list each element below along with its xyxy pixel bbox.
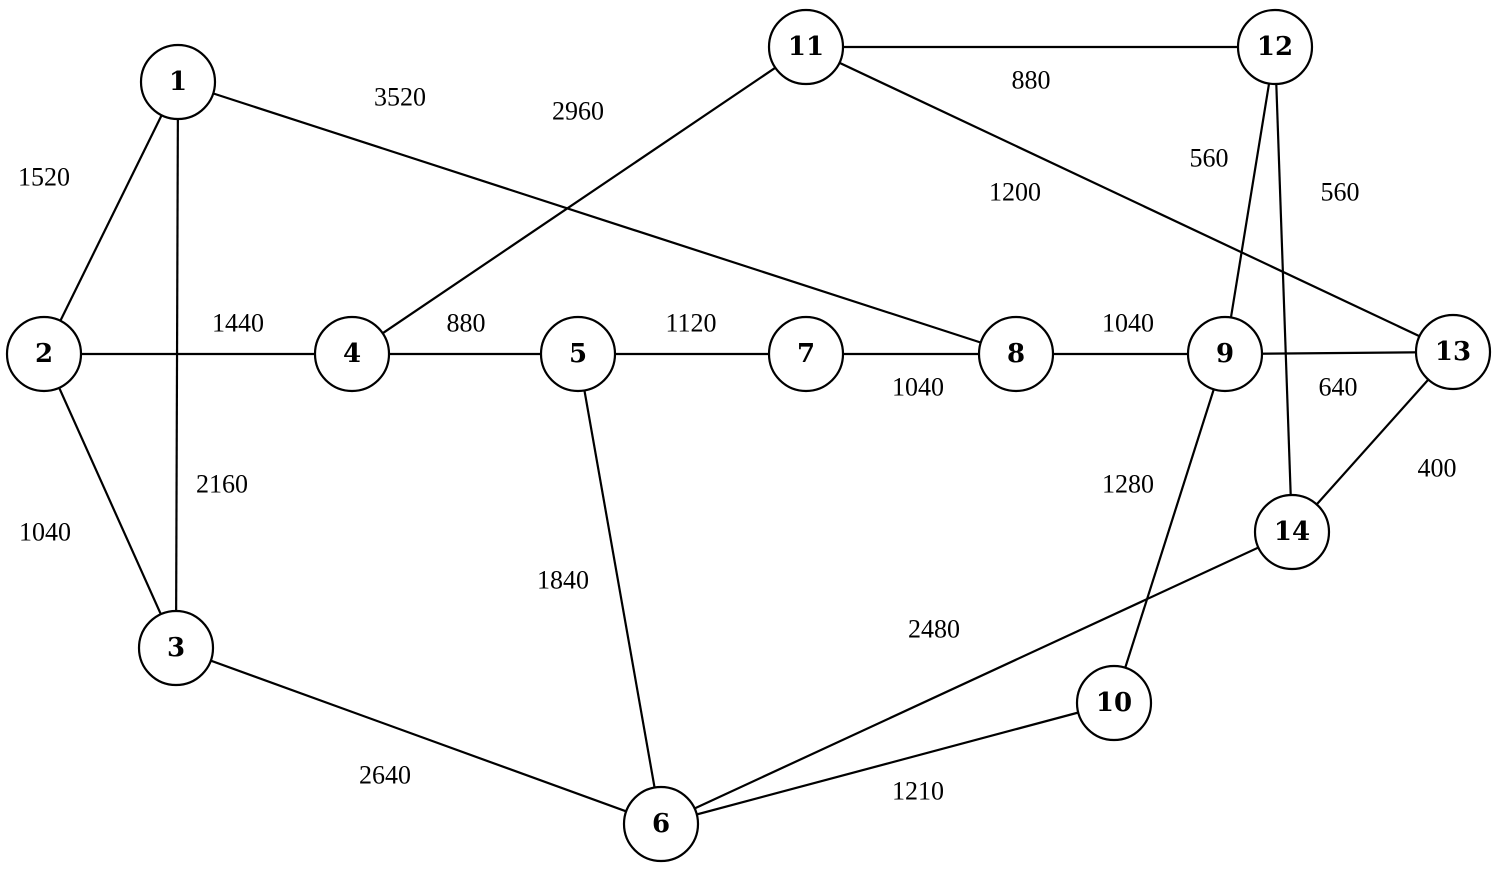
- edge-weight-12-14: 560: [1321, 178, 1360, 207]
- edge-weight-5-7: 1120: [665, 309, 716, 338]
- node-12: 12: [1236, 8, 1314, 86]
- edge-weight-1-3: 2160: [196, 470, 248, 499]
- edge-weight-8-9: 1040: [1102, 309, 1154, 338]
- edge-9-12: [1223, 46, 1277, 355]
- node-circle-12: [1236, 8, 1314, 86]
- edge-6-14: [660, 531, 1293, 825]
- node-13: 13: [1414, 313, 1492, 391]
- node-circle-13: [1414, 313, 1492, 391]
- edge-5-6: [576, 353, 663, 825]
- edge-1-8: [177, 80, 1017, 356]
- node-circle-14: [1253, 493, 1331, 571]
- edge-9-10: [1112, 353, 1227, 704]
- node-label-14: 14: [1274, 517, 1310, 547]
- node-8: 8: [977, 315, 1055, 393]
- node-label-4: 4: [343, 339, 361, 369]
- node-circle-8: [977, 315, 1055, 393]
- edge-12-14: [1273, 46, 1294, 533]
- node-circle-10: [1075, 664, 1153, 742]
- edges-layer: [42, 45, 1454, 826]
- node-circle-5: [539, 315, 617, 393]
- node-14: 14: [1253, 493, 1331, 571]
- edge-13-14: [1291, 351, 1454, 533]
- node-3: 3: [137, 609, 215, 687]
- node-label-1: 1: [169, 67, 187, 97]
- node-circle-1: [139, 43, 217, 121]
- node-7: 7: [767, 315, 845, 393]
- node-circle-7: [767, 315, 845, 393]
- node-label-5: 5: [569, 339, 587, 369]
- edge-weight-3-6: 2640: [359, 761, 411, 790]
- edge-weight-2-4: 1440: [212, 309, 264, 338]
- edge-weight-6-10: 1210: [892, 777, 944, 806]
- edge-11-13: [805, 46, 1454, 353]
- edge-weight-4-11: 2960: [552, 97, 604, 126]
- node-circle-11: [767, 8, 845, 86]
- node-label-11: 11: [788, 32, 824, 62]
- node-11: 11: [767, 8, 845, 86]
- node-circle-2: [5, 315, 83, 393]
- node-label-7: 7: [797, 339, 815, 369]
- node-label-2: 2: [35, 339, 53, 369]
- node-circle-4: [313, 315, 391, 393]
- node-6: 6: [622, 785, 700, 863]
- edge-1-2: [43, 81, 179, 355]
- node-label-8: 8: [1007, 339, 1025, 369]
- node-4: 4: [313, 315, 391, 393]
- node-5: 5: [539, 315, 617, 393]
- node-circle-6: [622, 785, 700, 863]
- edge-weight-11-12: 880: [1012, 66, 1051, 95]
- edge-3-6: [175, 646, 662, 826]
- node-label-3: 3: [167, 633, 185, 663]
- edge-weight-11-13: 1200: [989, 178, 1041, 207]
- edge-1-3: [174, 81, 180, 649]
- edge-weight-9-13: 640: [1319, 373, 1358, 402]
- node-2: 2: [5, 315, 83, 393]
- node-circle-9: [1186, 315, 1264, 393]
- edge-weight-7-8: 1040: [892, 373, 944, 402]
- node-1: 1: [139, 43, 217, 121]
- node-10: 10: [1075, 664, 1153, 742]
- edge-weight-13-14: 400: [1418, 454, 1457, 483]
- node-9: 9: [1186, 315, 1264, 393]
- edge-weight-2-3: 1040: [19, 518, 71, 547]
- edge-4-11: [351, 46, 807, 355]
- edge-weight-1-2: 1520: [18, 163, 70, 192]
- edge-2-3: [42, 353, 178, 649]
- edge-weight-9-10: 1280: [1102, 470, 1154, 499]
- weights-layer: 1520216035201440104026408802960112018401…: [18, 66, 1457, 806]
- node-label-13: 13: [1435, 337, 1471, 367]
- node-circle-3: [137, 609, 215, 687]
- edge-weight-6-14: 2480: [908, 615, 960, 644]
- edge-weight-4-5: 880: [447, 309, 486, 338]
- edge-weight-5-6: 1840: [537, 566, 589, 595]
- node-label-12: 12: [1257, 32, 1293, 62]
- node-label-9: 9: [1216, 339, 1234, 369]
- edge-6-10: [660, 701, 1115, 826]
- edge-weight-9-12: 560: [1190, 144, 1229, 173]
- edge-weight-1-8: 3520: [374, 83, 426, 112]
- node-label-6: 6: [652, 809, 670, 839]
- node-label-10: 10: [1096, 688, 1132, 718]
